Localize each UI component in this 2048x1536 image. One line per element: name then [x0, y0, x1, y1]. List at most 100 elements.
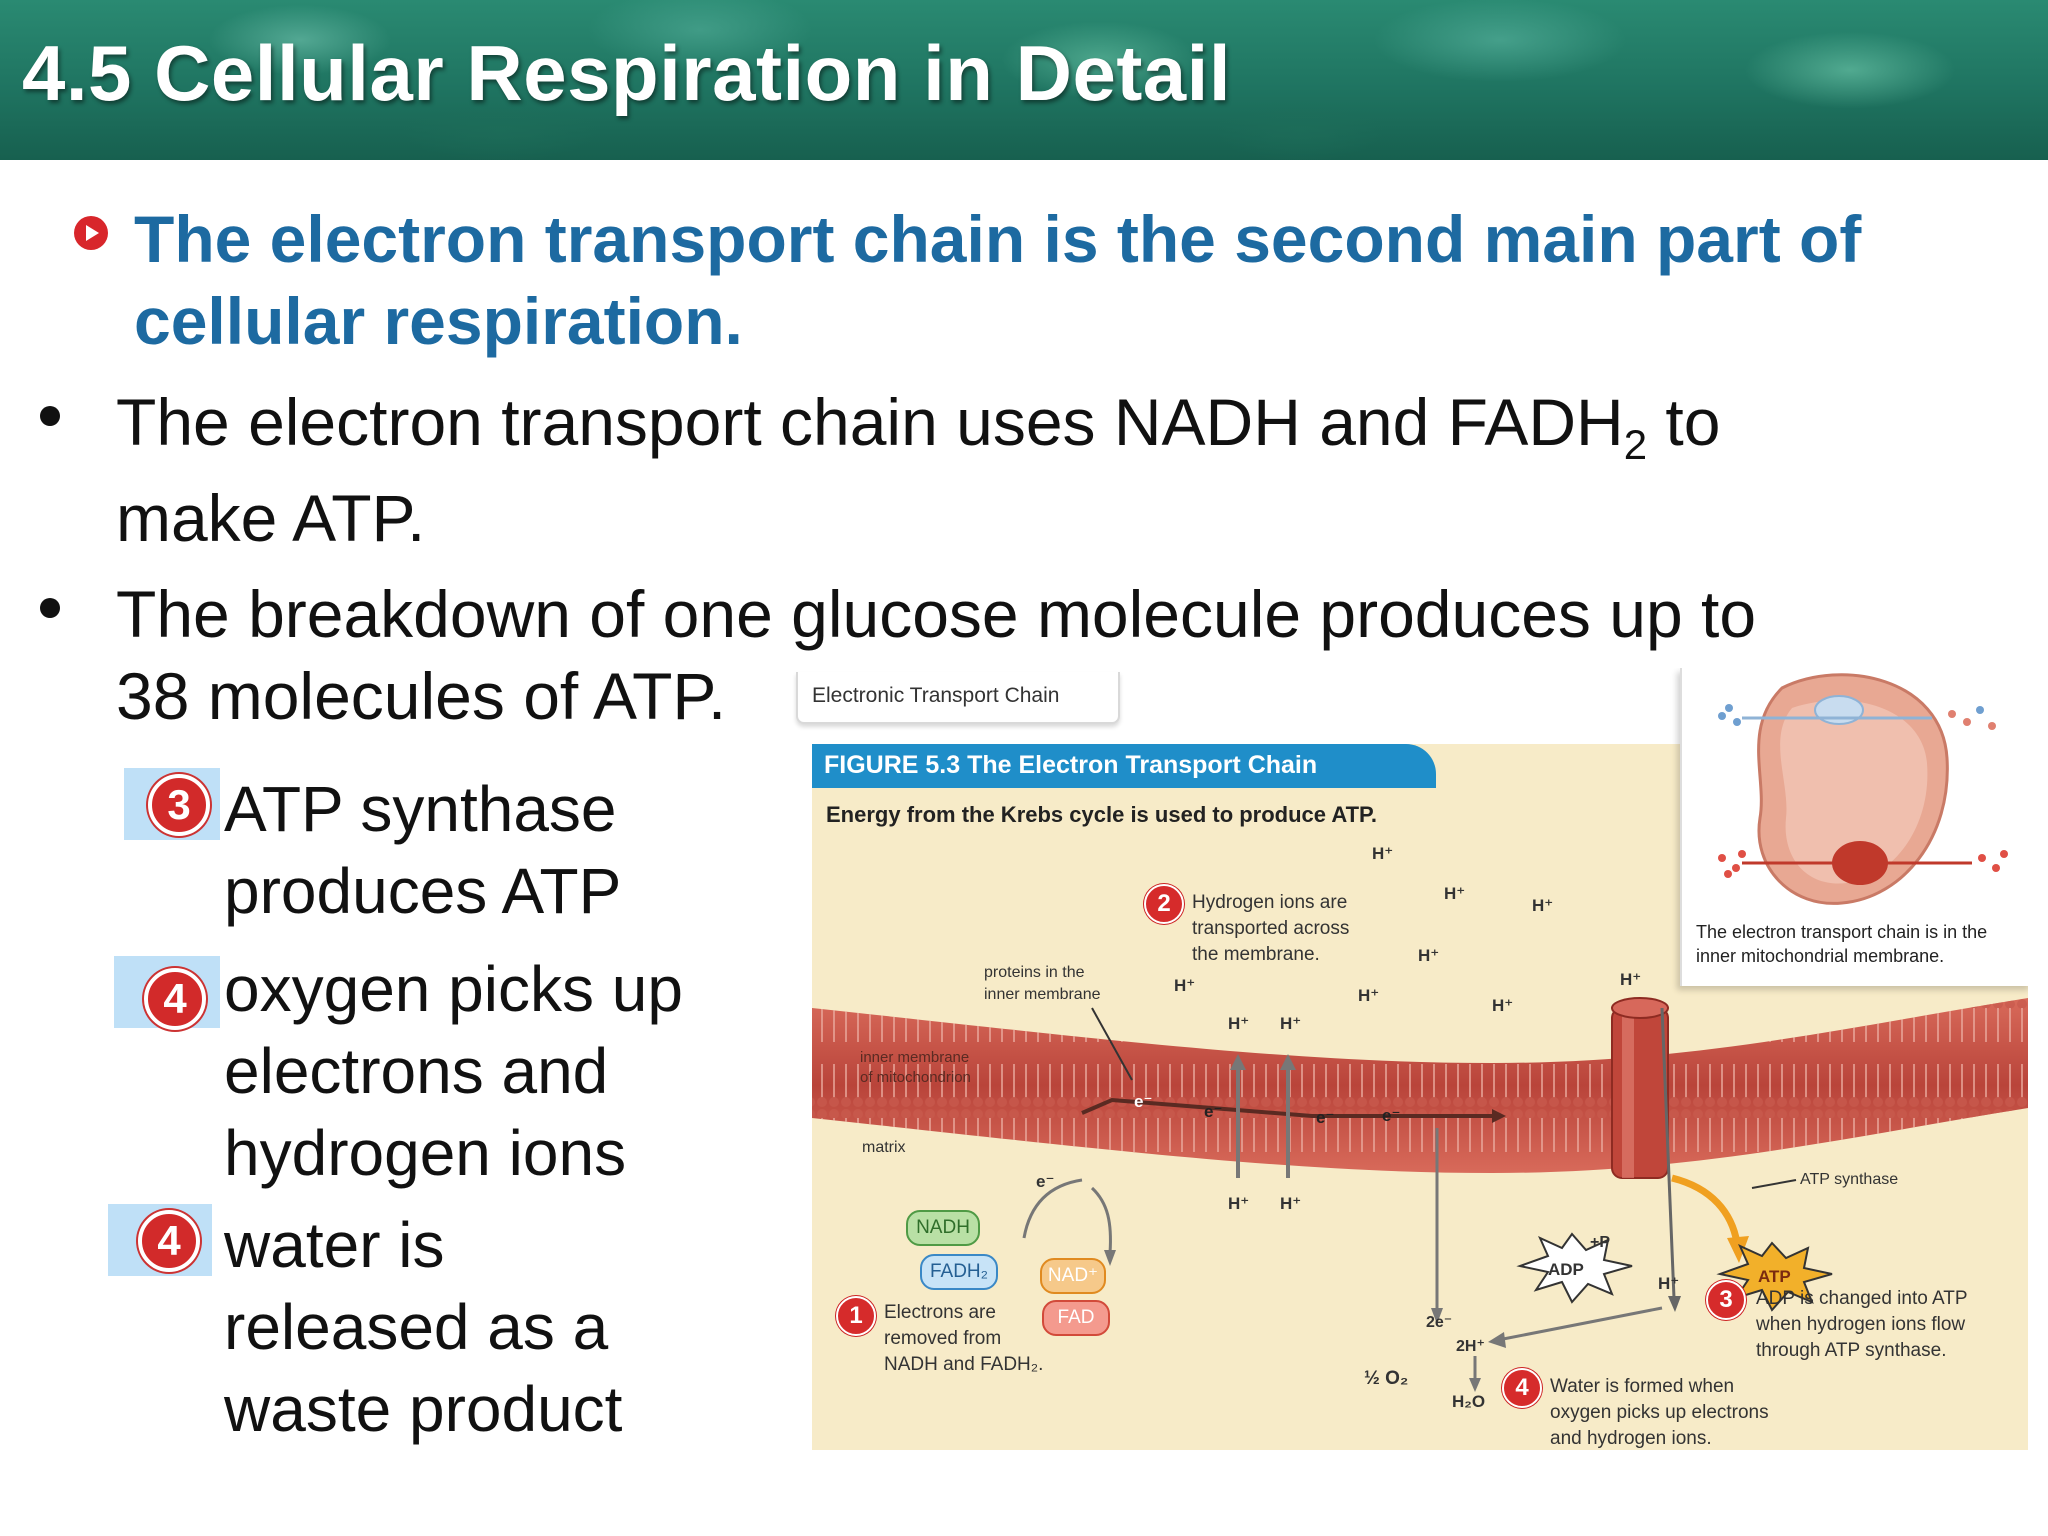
hydrogen-ion: H⁺: [1532, 896, 1554, 915]
membrane-diagram: [812, 997, 2028, 1392]
step-number: 4: [144, 968, 206, 1030]
adp-label: ADP: [1548, 1260, 1584, 1279]
nad-pill: NAD⁺: [1040, 1258, 1106, 1294]
step-water-line-3: waste product: [224, 1373, 623, 1445]
arrowhead-icon: [1668, 1296, 1681, 1312]
bullet-1: The electron transport chain uses NADH a…: [116, 378, 2016, 466]
bullet-2-line-2: 38 molecules of ATP.: [116, 659, 727, 733]
figure-step-3-line-3: through ATP synthase.: [1756, 1340, 1947, 1361]
inner-membrane-line-1: inner membrane: [860, 1049, 970, 1066]
page-title: 4.5 Cellular Respiration in Detail: [22, 29, 1232, 117]
atp-synthase-arrow: [1671, 1174, 1741, 1244]
figure-step-1-line-2: removed from: [884, 1328, 1002, 1349]
proteins-label-line-1: proteins in the: [984, 964, 1085, 981]
mitochondrion-inset: The electron transport chain is in the i…: [1680, 668, 2028, 986]
hydrogen-arrow: [1497, 1306, 1663, 1342]
figure-step-3-line-2: when hydrogen ions flow: [1756, 1314, 1966, 1335]
electron-path-arrow: [1081, 1097, 1492, 1118]
figure-step-3-badge: 3: [1706, 1280, 1746, 1320]
arrowhead-icon: [1469, 1378, 1481, 1392]
electron-arrow: [1022, 1178, 1083, 1239]
arrowhead-icon: [1488, 1332, 1506, 1348]
hydrogen-ion: H⁺: [1658, 1274, 1680, 1293]
figure-step-2-line-1: Hydrogen ions are: [1192, 892, 1348, 913]
electron-transport-chain-figure: FIGURE 5.3 The Electron Transport Chain …: [792, 668, 2028, 1450]
bullet-dot-icon: [40, 598, 60, 618]
arrowhead-icon: [1727, 1236, 1749, 1263]
channel-top: [1611, 997, 1669, 1019]
proton-flow-arrow: [1660, 1007, 1676, 1299]
electron: e⁻: [1134, 1092, 1153, 1111]
hydrogen-ion: H⁺: [1358, 986, 1380, 1005]
figure-title-bar: FIGURE 5.3 The Electron Transport Chain: [812, 744, 1436, 788]
step-4-line-3: hydrogen ions: [224, 1117, 627, 1189]
figure-step-4-line-1: Water is formed when: [1550, 1376, 1735, 1397]
figure-step-3-text: ADP is changed into ATP when hydrogen io…: [1756, 1286, 1968, 1364]
hydrogen-ion: H⁺: [1444, 884, 1466, 903]
figure-step-4-badge: 4: [1502, 1368, 1542, 1408]
arrow-bullet-icon: [74, 216, 108, 250]
figure-step-4-line-2: oxygen picks up electrons: [1550, 1402, 1769, 1423]
channel-highlight: [1622, 1008, 1634, 1178]
title-banner: 4.5 Cellular Respiration in Detail: [0, 0, 2048, 160]
figure-step-1-text: Electrons are removed from NADH and FADH…: [884, 1300, 1043, 1378]
electron: e⁻: [1316, 1108, 1335, 1127]
figure-step-2-text: Hydrogen ions are transported across the…: [1192, 890, 1349, 968]
figure-step-2-badge: 2: [1144, 884, 1184, 924]
atp-starburst: [1716, 1241, 1833, 1312]
mitochondrion-icon: [1718, 673, 2008, 905]
figure-step-1-line-1: Electrons are: [884, 1302, 996, 1323]
electron: e⁻: [1204, 1102, 1223, 1121]
figure-tab-label: Electronic Transport Chain: [812, 684, 1060, 707]
bullet-dot-icon: [40, 406, 60, 426]
step-3-text: ATP synthase produces ATP: [224, 768, 724, 932]
electron-arrow: [1090, 1186, 1112, 1254]
atp-synthase-label: ATP synthase: [1800, 1171, 1899, 1188]
figure-step-4-text: Water is formed when oxygen picks up ele…: [1550, 1374, 1769, 1450]
hydrogen-ion: H⁺: [1620, 970, 1642, 989]
figure-step-4-line-3: and hydrogen ions.: [1550, 1428, 1712, 1449]
lipid-bilayer: [812, 998, 2028, 1173]
step-badge-3: 3: [124, 768, 220, 840]
hydrogen-ion: H⁺: [1280, 1194, 1302, 1213]
arrowhead-icon: [1230, 1054, 1246, 1070]
figure-subtitle: Energy from the Krebs cycle is used to p…: [826, 802, 1377, 827]
arrowhead-icon: [1104, 1250, 1116, 1266]
inner-membrane-line-2: of mitochondrion: [860, 1069, 971, 1086]
nadh-pill: NADH: [906, 1210, 980, 1246]
label-pointer: [1091, 1007, 1133, 1081]
step-water-line-2: released as a: [224, 1291, 609, 1363]
hydrogen-ion: H⁺: [1174, 976, 1196, 995]
bullet-1-text-end: to: [1647, 385, 1721, 459]
hydrogen-ion: H⁺: [1418, 946, 1440, 965]
two-electrons: 2e⁻: [1426, 1314, 1453, 1331]
figure-step-1-badge: 1: [836, 1296, 876, 1336]
step-3-line-2: produces ATP: [224, 855, 622, 927]
hydrogen-ion: H⁺: [1492, 996, 1514, 1015]
bullet-2: The breakdown of one glucose molecule pr…: [116, 577, 1757, 651]
bullet-1-subscript: 2: [1623, 421, 1648, 468]
proteins-label: proteins in the inner membrane: [984, 962, 1101, 1006]
atp-label: ATP: [1758, 1267, 1791, 1286]
two-hydrogen-ions: 2H⁺: [1456, 1338, 1485, 1355]
atp-synthase-channel: [1611, 1007, 1669, 1179]
step-4-text: oxygen picks up electrons and hydrogen i…: [224, 948, 724, 1194]
electron: e⁻: [1382, 1106, 1401, 1125]
bullet-1-text: The electron transport chain uses NADH a…: [116, 385, 1624, 459]
figure-step-2-line-2: transported across: [1192, 918, 1350, 939]
proteins-label-line-2: inner membrane: [984, 986, 1101, 1003]
step-water-text: water is released as a waste product: [224, 1204, 724, 1450]
inset-caption: The electron transport chain is in the i…: [1696, 922, 1988, 966]
step-number: 4: [138, 1210, 200, 1272]
step-4-line-1: oxygen picks up: [224, 953, 683, 1025]
adp-starburst: [1516, 1232, 1633, 1304]
inner-membrane-label: inner membrane of mitochondrion: [860, 1048, 971, 1088]
step-4-line-2: electrons and: [224, 1035, 609, 1107]
figure-step-2-line-3: the membrane.: [1192, 944, 1320, 965]
half-oxygen: ½ O₂: [1364, 1368, 1409, 1389]
arrowhead-icon: [1492, 1109, 1506, 1123]
water-molecule: H₂O: [1452, 1392, 1486, 1411]
figure-step-1-line-3: NADH and FADH₂.: [884, 1354, 1044, 1375]
fad-pill: FAD: [1042, 1300, 1110, 1336]
figure-tab: Electronic Transport Chain: [796, 672, 1120, 724]
